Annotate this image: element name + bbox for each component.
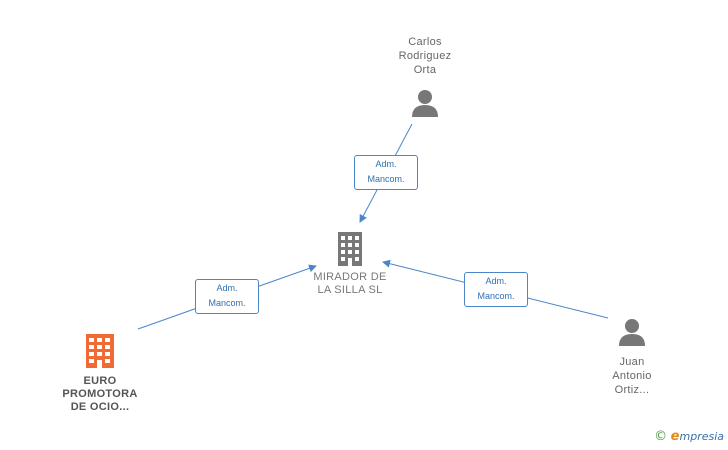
empresia-watermark[interactable]: © empresia	[654, 429, 724, 444]
copyright-icon: ©	[654, 429, 668, 444]
node-juan-label[interactable]: Juan Antonio Ortiz...	[612, 356, 652, 396]
node-carlos-label[interactable]: Carlos Rodriguez Orta	[398, 36, 452, 76]
brand-name: mpresia	[679, 430, 724, 443]
node-euro-label[interactable]: EURO PROMOTORA DE OCIO...	[62, 375, 138, 413]
brand-initial: e	[670, 429, 680, 444]
person-icon-carlos[interactable]	[412, 90, 438, 117]
building-icon-orange[interactable]	[86, 334, 114, 368]
edge-label-euro[interactable]: Adm. Mancom.	[195, 279, 259, 314]
node-mirador-label[interactable]: MIRADOR DE LA SILLA SL	[313, 271, 387, 296]
edge-label-juan[interactable]: Adm. Mancom.	[464, 272, 528, 307]
building-icon[interactable]	[338, 232, 362, 266]
edge-label-carlos[interactable]: Adm. Mancom.	[354, 155, 418, 190]
person-icon-juan[interactable]	[619, 319, 645, 346]
